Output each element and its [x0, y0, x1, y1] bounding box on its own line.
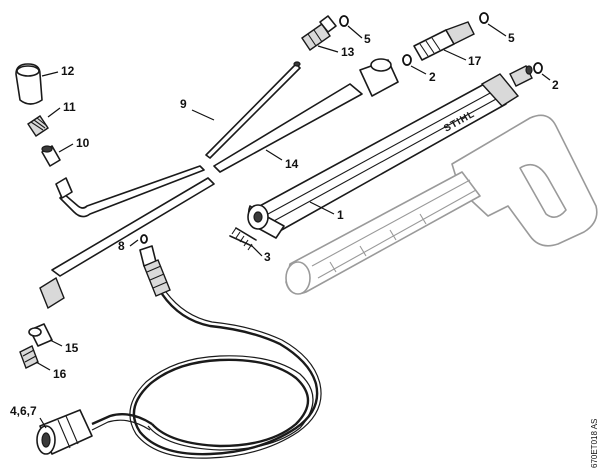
leader-5b: [487, 23, 507, 37]
leader-3: [251, 245, 263, 257]
leader-17: [443, 49, 467, 61]
part-3-spring: [229, 227, 257, 251]
hose-coil: [91, 291, 322, 459]
leader-2a: [410, 65, 427, 75]
oring-2-left: [402, 54, 412, 66]
oring-2-right: [533, 62, 543, 74]
oring-5-top-right: [479, 12, 489, 24]
callout-11: 11: [63, 100, 76, 114]
part-13-coupling: [301, 15, 337, 51]
callout-4-6-7: 4,6,7: [10, 404, 37, 418]
leader-467: [39, 417, 47, 429]
part-9-bent-lance: [55, 61, 301, 218]
callout-10: 10: [76, 136, 90, 150]
drawing-code: 670ET018 AS: [590, 419, 599, 468]
part-12-cap: [15, 63, 43, 105]
part-8-hose-fitting: [139, 234, 171, 297]
leader-13: [317, 45, 339, 53]
callout-13: 13: [341, 45, 355, 59]
part-17-adapter: [413, 21, 475, 61]
callout-3: 3: [264, 250, 271, 264]
part-11-nozzle: [27, 115, 49, 137]
part-15-nut: [28, 323, 53, 347]
callout-2a: 2: [429, 70, 436, 84]
callout-2b: 2: [552, 78, 559, 92]
leader-1: [309, 201, 335, 215]
leader-11: [47, 107, 61, 118]
part-16-nipple: [19, 345, 39, 369]
leader-2b: [541, 73, 551, 81]
leader-8: [129, 239, 139, 247]
part-1-lance-tube: STIHL: [247, 65, 533, 239]
part-4-6-7-hose-end: [36, 409, 93, 455]
leader-5a: [347, 25, 363, 39]
leader-9: [191, 109, 215, 121]
leader-15: [49, 339, 63, 347]
leader-16: [35, 361, 51, 371]
callout-1: 1: [337, 208, 344, 222]
callout-16: 16: [53, 367, 67, 381]
callout-14: 14: [285, 157, 299, 171]
part-14-straight-lance: [39, 58, 399, 310]
callout-5a: 5: [364, 32, 371, 46]
callout-9: 9: [180, 97, 187, 111]
callout-15: 15: [65, 341, 79, 355]
leader-14: [265, 149, 283, 161]
callout-8: 8: [118, 239, 125, 253]
leader-10: [58, 143, 74, 153]
spray-gun-outline: [285, 114, 598, 295]
leader-12: [41, 71, 59, 77]
oring-5-top-left: [339, 15, 349, 27]
callout-17: 17: [468, 54, 482, 68]
callout-12: 12: [61, 64, 75, 78]
part-10-nozzle: [41, 145, 61, 167]
callout-5b: 5: [508, 31, 515, 45]
